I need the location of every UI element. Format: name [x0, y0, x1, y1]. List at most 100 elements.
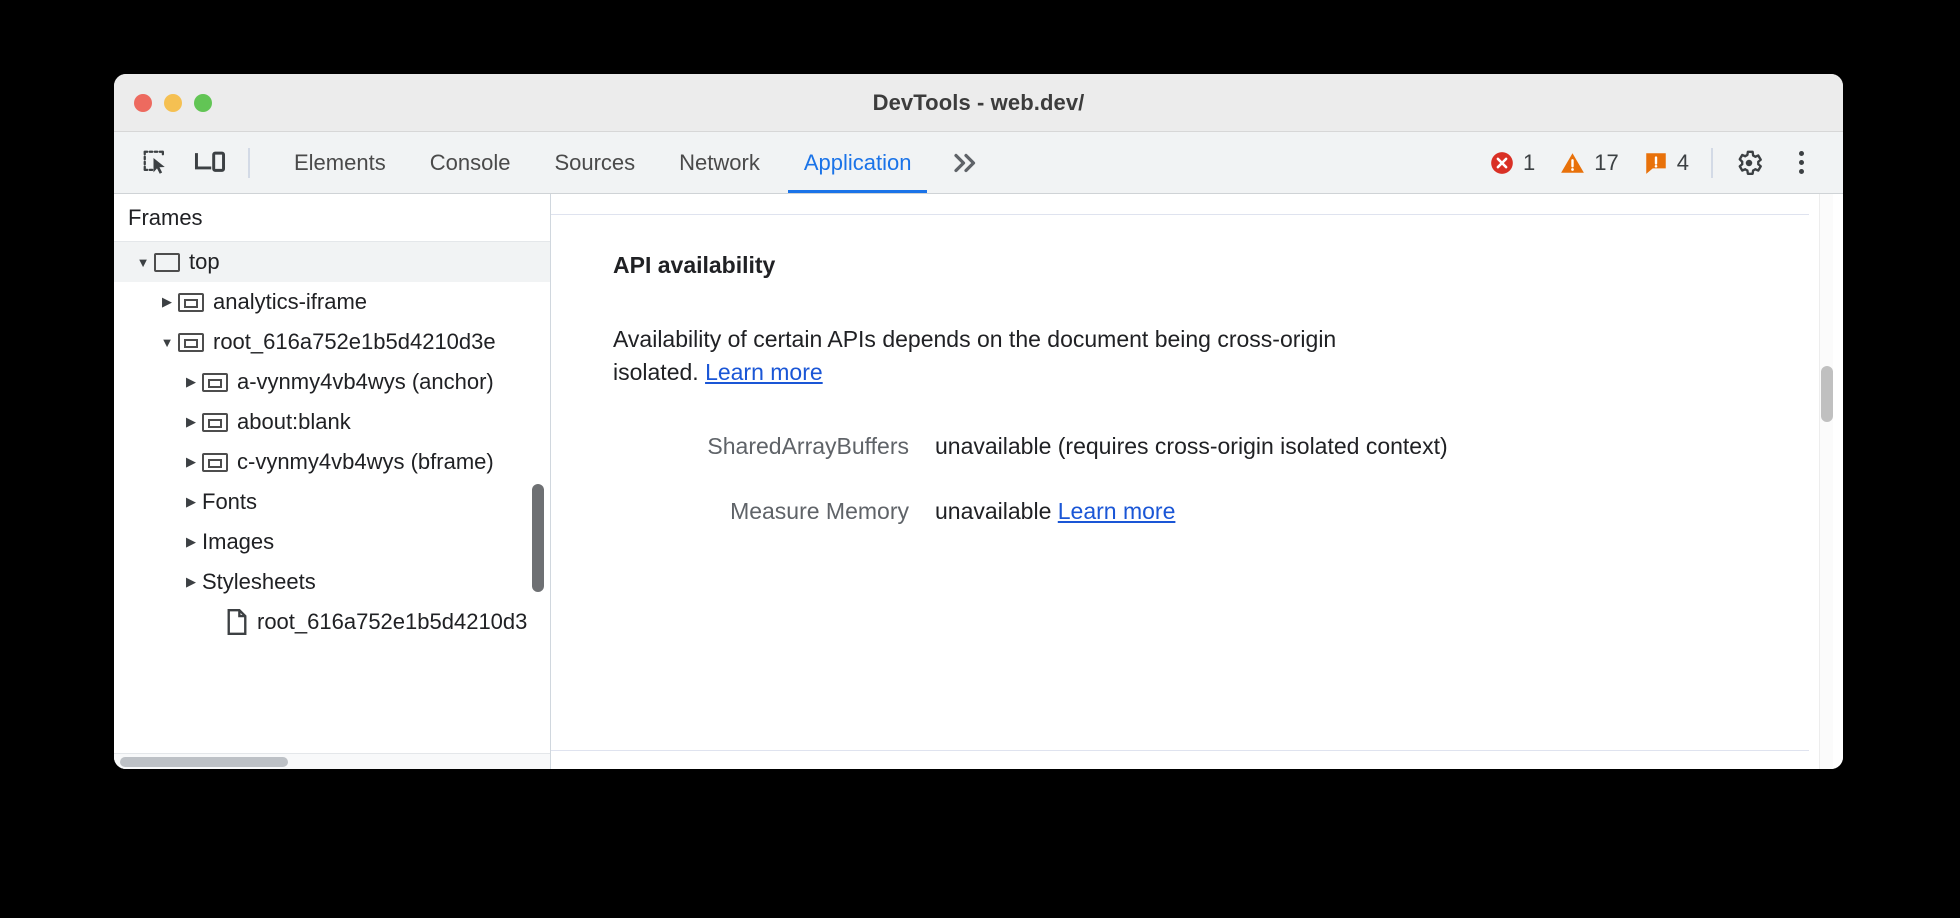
tree-item-fonts[interactable]: ▶ Fonts: [114, 482, 550, 522]
row-value: unavailable (requires cross-origin isola…: [935, 430, 1448, 463]
window-titlebar: DevTools - web.dev/: [114, 74, 1843, 132]
tree-item-label: c-vynmy4vb4wys (bframe): [237, 449, 494, 474]
row-label: SharedArrayBuffers: [707, 433, 909, 460]
shared-array-buffers-row: SharedArrayBuffers unavailable (requires…: [613, 430, 1809, 463]
section-divider-top: [551, 214, 1809, 215]
tree-item-root-frame[interactable]: ▼ root_616a752e1b5d4210d3e: [114, 322, 550, 362]
traffic-light-controls: [134, 93, 212, 112]
settings-button[interactable]: [1725, 139, 1773, 187]
frames-sidebar: Frames ▼ top ▶ analytics-iframe ▼ root_6…: [114, 194, 551, 769]
toggle-device-toolbar-button[interactable]: [186, 139, 234, 187]
tab-sources[interactable]: Sources: [532, 132, 657, 193]
chevron-double-right-icon: [954, 153, 976, 172]
twisty-collapsed-icon[interactable]: ▶: [186, 494, 196, 509]
scrollbar-thumb[interactable]: [1821, 366, 1833, 422]
maximize-window-button[interactable]: [194, 93, 212, 112]
frame-details-scroll-area: API availability Availability of certain…: [551, 194, 1843, 769]
tree-item-about-blank[interactable]: ▶ about:blank: [114, 402, 550, 442]
toolbar-left-controls: [114, 132, 258, 193]
twisty-collapsed-icon[interactable]: ▶: [186, 454, 196, 469]
tree-item-images[interactable]: ▶ Images: [114, 522, 550, 562]
frames-tree: ▼ top ▶ analytics-iframe ▼ root_616a752e…: [114, 242, 550, 769]
frame-icon: [202, 372, 228, 392]
row-value: unavailable Learn more: [935, 495, 1175, 528]
twisty-expanded-icon[interactable]: ▼: [136, 254, 150, 270]
frame-icon: [178, 332, 204, 352]
section-divider-bottom: [551, 750, 1809, 751]
close-window-button[interactable]: [134, 93, 152, 112]
api-availability-description: Availability of certain APIs depends on …: [613, 323, 1425, 388]
tree-item-label: Stylesheets: [202, 569, 316, 594]
issue-count: 4: [1676, 149, 1689, 175]
devtools-toolbar: Elements Console Sources Network Applica…: [114, 132, 1843, 194]
main-vertical-scrollbar[interactable]: [1819, 194, 1833, 769]
availability-note: (requires cross-origin isolated context): [1051, 433, 1448, 460]
warning-count: 17: [1594, 149, 1619, 175]
error-counter[interactable]: 1: [1479, 150, 1545, 176]
tree-item-label: about:blank: [237, 409, 351, 434]
tab-label: Application: [803, 149, 912, 175]
toolbar-right-controls: 1 17 4: [1479, 132, 1843, 193]
tree-item-analytics-iframe[interactable]: ▶ analytics-iframe: [114, 282, 550, 322]
twisty-collapsed-icon[interactable]: ▶: [186, 374, 196, 389]
document-icon: [226, 609, 248, 635]
tree-item-label: Fonts: [202, 489, 258, 514]
tree-item-label: root_616a752e1b5d4210d3e: [213, 329, 496, 354]
panel-tabs: Elements Console Sources Network Applica…: [272, 132, 999, 193]
frame-icon: [202, 452, 228, 472]
sidebar-section-header: Frames: [114, 194, 550, 242]
customize-devtools-button[interactable]: [1777, 139, 1825, 187]
more-tabs-button[interactable]: [933, 132, 999, 193]
tab-elements[interactable]: Elements: [272, 132, 408, 193]
tab-console[interactable]: Console: [408, 132, 533, 193]
tab-network[interactable]: Network: [657, 132, 782, 193]
tree-item-label: a-vynmy4vb4wys (anchor): [237, 369, 494, 394]
device-toolbar-icon: [194, 151, 226, 172]
api-availability-section: API availability Availability of certain…: [551, 194, 1809, 528]
tree-item-top[interactable]: ▼ top: [114, 242, 550, 282]
devtools-body: Frames ▼ top ▶ analytics-iframe ▼ root_6…: [114, 194, 1843, 769]
toolbar-divider: [248, 147, 250, 178]
tab-application[interactable]: Application: [782, 132, 934, 193]
twisty-collapsed-icon[interactable]: ▶: [162, 294, 172, 309]
issues-counter[interactable]: 4: [1633, 150, 1699, 176]
warning-icon: [1561, 152, 1585, 173]
tree-item-bframe[interactable]: ▶ c-vynmy4vb4wys (bframe): [114, 442, 550, 482]
tree-item-anchor-frame[interactable]: ▶ a-vynmy4vb4wys (anchor): [114, 362, 550, 402]
tab-label: Console: [429, 149, 511, 175]
warning-counter[interactable]: 17: [1549, 150, 1628, 176]
frame-icon: [202, 412, 228, 432]
tab-label: Network: [679, 149, 760, 175]
inspect-element-button[interactable]: [132, 139, 180, 187]
twisty-collapsed-icon[interactable]: ▶: [186, 574, 196, 589]
inspect-element-icon: [143, 150, 165, 174]
frame-details-panel: API availability Availability of certain…: [551, 194, 1843, 769]
tree-item-label: analytics-iframe: [213, 289, 368, 314]
tree-item-label: top: [189, 249, 220, 274]
twisty-collapsed-icon[interactable]: ▶: [186, 534, 196, 549]
scrollbar-thumb[interactable]: [120, 757, 288, 767]
description-text: Availability of certain APIs depends on …: [613, 326, 1337, 385]
gear-icon: [1738, 150, 1762, 175]
twisty-collapsed-icon[interactable]: ▶: [186, 414, 196, 429]
tab-label: Sources: [554, 149, 636, 175]
tree-item-label: Images: [202, 529, 275, 554]
measure-memory-learn-more-link[interactable]: Learn more: [1057, 497, 1176, 524]
row-label: Measure Memory: [730, 497, 909, 524]
tab-label: Elements: [294, 149, 386, 175]
error-icon: [1491, 151, 1513, 174]
devtools-window: DevTools - web.dev/: [114, 74, 1843, 769]
tree-item-label: root_616a752e1b5d4210d3: [257, 609, 528, 634]
learn-more-link[interactable]: Learn more: [705, 358, 823, 385]
sidebar-horizontal-scrollbar[interactable]: [114, 753, 550, 769]
tree-item-root-document[interactable]: ▶ root_616a752e1b5d4210d3: [114, 602, 550, 642]
twisty-expanded-icon[interactable]: ▼: [160, 334, 174, 350]
minimize-window-button[interactable]: [164, 93, 182, 112]
sidebar-vertical-scrollbar[interactable]: [532, 484, 544, 592]
tree-item-stylesheets[interactable]: ▶ Stylesheets: [114, 562, 550, 602]
toolbar-divider-right: [1711, 147, 1713, 178]
measure-memory-row: Measure Memory unavailable Learn more: [613, 495, 1809, 528]
frame-icon: [154, 252, 180, 272]
section-title: API availability: [613, 252, 776, 278]
error-count: 1: [1523, 149, 1536, 175]
